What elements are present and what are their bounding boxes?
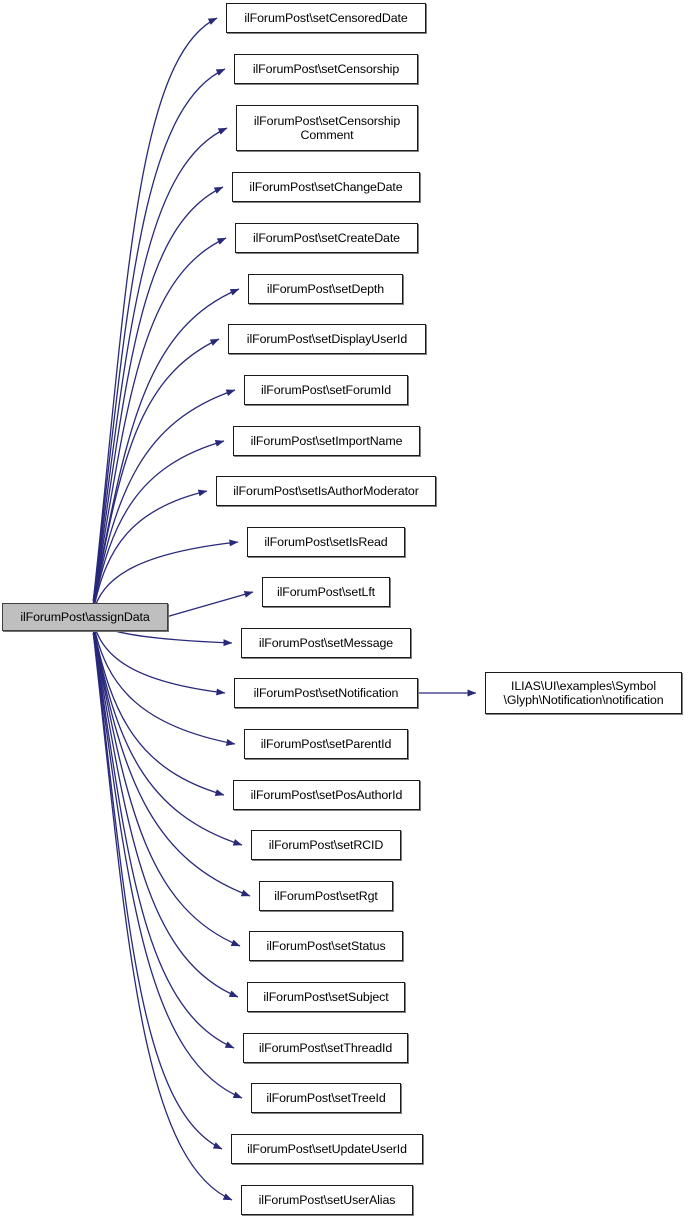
graph-node-label: ilForumPost\setTreeId — [266, 1090, 386, 1105]
graph-node-label: ilForumPost\setCreateDate — [253, 230, 400, 245]
graph-node-label: ilForumPost\setMessage — [258, 635, 394, 650]
graph-edge-assignData-to-setCreateDate — [92, 237, 227, 602]
graph-node-label: ilForumPost\setThreadId — [258, 1040, 393, 1055]
graph-edge-assignData-to-setNotification — [92, 620, 226, 696]
graph-edge-assignData-to-setSubject — [92, 632, 239, 998]
graph-node-label: ilForumPost\setRCID — [268, 837, 384, 852]
graph-node-setCensorshipComment[interactable]: ilForumPost\setCensorship Comment — [236, 105, 418, 151]
graph-edge-assignData-to-setCensoredDate — [92, 17, 218, 602]
graph-node-setIsAuthorModerator[interactable]: ilForumPost\setIsAuthorModerator — [216, 476, 436, 506]
graph-edge-assignData-to-setChangeDate — [92, 186, 224, 602]
graph-edge-assignData-to-setUserAlias — [92, 632, 233, 1201]
graph-node-label: ilForumPost\setCensorship Comment — [253, 113, 401, 143]
graph-node-label: ilForumPost\setLft — [276, 584, 376, 599]
graph-node-label: ilForumPost\setDepth — [266, 281, 385, 296]
graph-node-setNotification[interactable]: ilForumPost\setNotification — [234, 678, 418, 708]
graph-node-label: ilForumPost\setCensorship — [252, 61, 400, 76]
graph-node-setThreadId[interactable]: ilForumPost\setThreadId — [243, 1033, 408, 1063]
graph-node-setRgt[interactable]: ilForumPost\setRgt — [259, 881, 393, 911]
graph-node-setChangeDate[interactable]: ilForumPost\setChangeDate — [232, 172, 420, 202]
graph-edge-assignData-to-setThreadId — [92, 632, 235, 1049]
graph-edge-assignData-to-setTreeId — [92, 632, 243, 1099]
graph-edge-assignData-to-setForumId — [92, 389, 236, 606]
graph-node-label: ilForumPost\assignData — [20, 609, 150, 624]
graph-node-label: ilForumPost\setIsAuthorModerator — [233, 483, 419, 498]
graph-node-setTreeId[interactable]: ilForumPost\setTreeId — [251, 1083, 401, 1113]
graph-node-setParentId[interactable]: ilForumPost\setParentId — [244, 729, 408, 759]
graph-node-setMessage[interactable]: ilForumPost\setMessage — [241, 628, 411, 658]
graph-node-setCreateDate[interactable]: ilForumPost\setCreateDate — [235, 223, 418, 253]
graph-node-label: ilForumPost\setCensoredDate — [244, 10, 408, 25]
graph-node-label: ILIAS\UI\examples\Symbol \Glyph\Notifica… — [503, 678, 664, 708]
graph-node-assignData[interactable]: ilForumPost\assignData — [2, 603, 168, 631]
graph-edge-assignData-to-setCensorship — [92, 68, 226, 602]
graph-node-label: ilForumPost\setUserAlias — [258, 1192, 396, 1207]
graph-node-label: ilForumPost\setChangeDate — [249, 179, 403, 194]
graph-node-setDepth[interactable]: ilForumPost\setDepth — [248, 274, 403, 304]
graph-node-label: ilForumPost\setPosAuthorId — [250, 787, 403, 802]
graph-node-setUserAlias[interactable]: ilForumPost\setUserAlias — [241, 1185, 413, 1215]
graph-edge-assignData-to-setStatus — [92, 632, 241, 947]
graph-node-label: ilForumPost\setSubject — [263, 989, 389, 1004]
graph-node-setPosAuthorId[interactable]: ilForumPost\setPosAuthorId — [233, 780, 420, 810]
graph-node-setImportName[interactable]: ilForumPost\setImportName — [233, 426, 420, 456]
graph-node-notification[interactable]: ILIAS\UI\examples\Symbol \Glyph\Notifica… — [485, 672, 682, 714]
graph-edge-assignData-to-setRgt — [92, 630, 251, 897]
graph-edge-assignData-to-setLft — [165, 591, 254, 618]
graph-edge-assignData-to-setDisplayUserId — [92, 338, 220, 604]
graph-node-setRCID[interactable]: ilForumPost\setRCID — [251, 830, 401, 860]
graph-node-label: ilForumPost\setUpdateUserId — [247, 1141, 407, 1156]
graph-node-setForumId[interactable]: ilForumPost\setForumId — [244, 375, 408, 405]
graph-node-setLft[interactable]: ilForumPost\setLft — [262, 577, 390, 607]
graph-edge-assignData-to-setCensorshipComment — [92, 127, 228, 602]
graph-node-label: ilForumPost\setParentId — [260, 736, 392, 751]
graph-edge-assignData-to-setUpdateUserId — [92, 632, 223, 1150]
graph-node-setSubject[interactable]: ilForumPost\setSubject — [247, 982, 405, 1012]
graph-edge-assignData-to-setParentId — [92, 623, 236, 746]
graph-node-setDisplayUserId[interactable]: ilForumPost\setDisplayUserId — [228, 324, 426, 354]
graph-node-setIsRead[interactable]: ilForumPost\setIsRead — [247, 527, 405, 557]
graph-node-setUpdateUserId[interactable]: ilForumPost\setUpdateUserId — [231, 1134, 423, 1164]
graph-edge-assignData-to-setRCID — [92, 628, 243, 846]
graph-node-setCensoredDate[interactable]: ilForumPost\setCensoredDate — [226, 3, 426, 33]
graph-node-label: ilForumPost\setStatus — [266, 938, 386, 953]
graph-node-label: ilForumPost\setImportName — [250, 433, 403, 448]
graph-node-label: ilForumPost\setDisplayUserId — [246, 331, 408, 346]
graph-node-label: ilForumPost\setForumId — [260, 382, 391, 397]
graph-edge-assignData-to-setPosAuthorId — [92, 625, 225, 796]
graph-node-setStatus[interactable]: ilForumPost\setStatus — [249, 931, 403, 961]
graph-edge-assignData-to-setDepth — [92, 288, 240, 602]
graph-edge-assignData-to-setIsAuthorModerator — [92, 489, 208, 611]
graph-node-setCensorship[interactable]: ilForumPost\setCensorship — [234, 54, 418, 84]
graph-node-label: ilForumPost\setRgt — [274, 888, 378, 903]
graph-edge-assignData-to-setImportName — [92, 440, 225, 609]
graph-node-label: ilForumPost\setNotification — [253, 685, 399, 700]
graph-node-label: ilForumPost\setIsRead — [264, 534, 388, 549]
